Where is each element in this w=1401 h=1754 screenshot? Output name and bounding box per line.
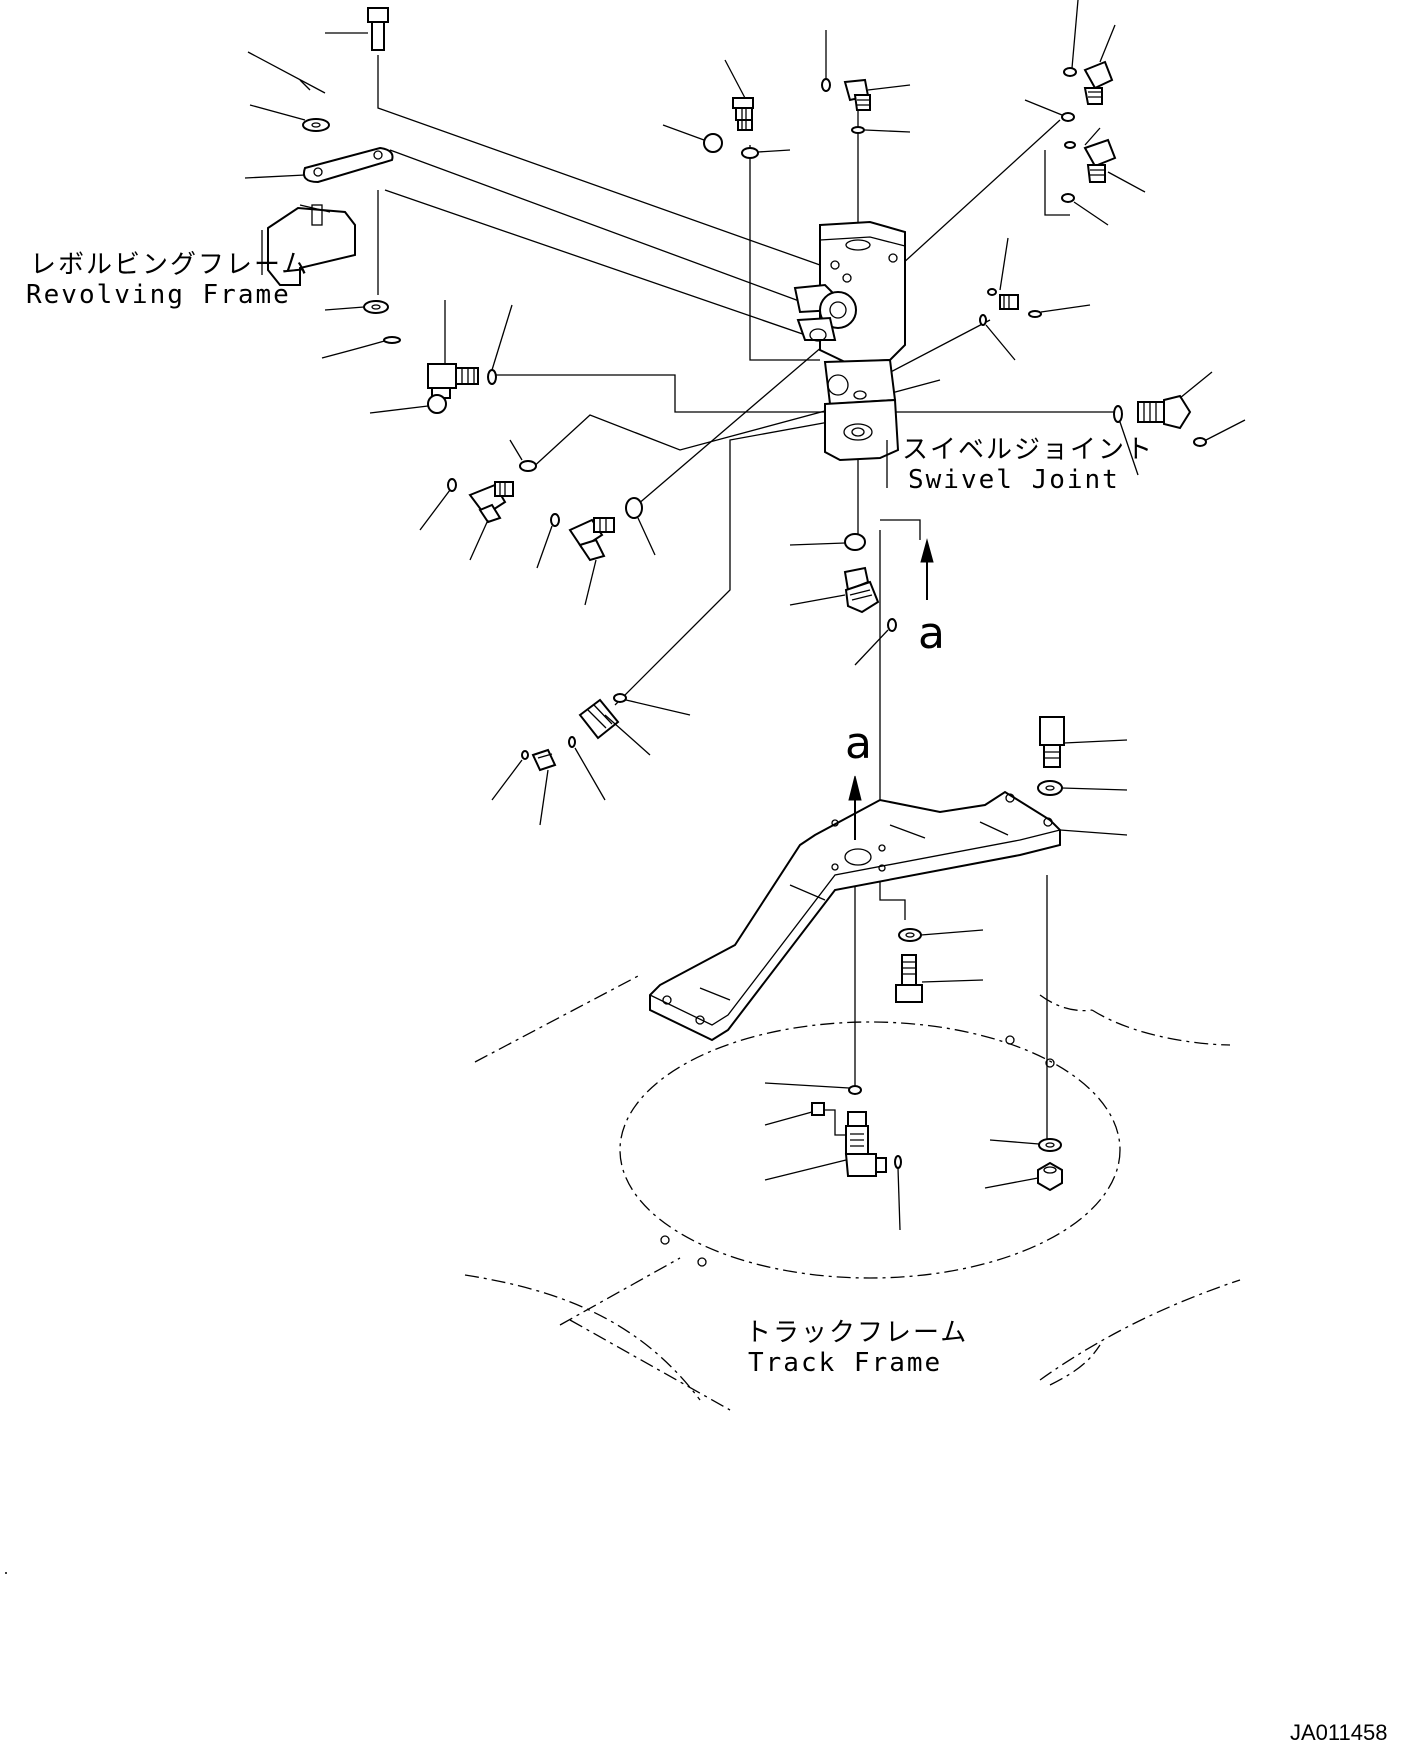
o-ring-mid-left-2	[419, 478, 457, 531]
view-marker-upper: a	[918, 608, 945, 659]
o-ring-right-1	[1024, 99, 1075, 122]
leader-line	[299, 79, 311, 91]
o-ring-mid-center	[536, 513, 560, 569]
speck	[5, 1572, 7, 1574]
elbow-fitting-below-swivel	[789, 566, 880, 614]
elbow-fitting-mid-left	[468, 481, 514, 561]
o-ring-track-1	[764, 1082, 862, 1095]
bolt-plate-right	[1039, 716, 1128, 768]
bolt-top-left	[325, 7, 389, 51]
o-ring-lower-left	[613, 693, 691, 716]
o-ring-far-right	[1113, 405, 1123, 423]
track-frame-label-en: Track Frame	[748, 1348, 943, 1378]
washer-plate-right	[1037, 780, 1128, 796]
leader-line	[1119, 421, 1139, 476]
revolving-frame-label-jp: レボルビングフレーム	[30, 250, 310, 280]
washer-plate-lower	[898, 928, 984, 942]
stopper-bracket-plate	[649, 790, 1128, 1042]
revolving-frame-label-en: Revolving Frame	[26, 280, 291, 310]
elbow-fitting-mid-center	[568, 517, 615, 606]
washer-frame	[324, 300, 389, 314]
view-a-arrow-lower	[848, 775, 862, 840]
o-ring-top-center	[821, 30, 831, 92]
track-frame-outline	[464, 974, 1241, 1411]
o-ring-top-center-2	[851, 126, 911, 134]
straight-fitting-upper	[724, 59, 754, 131]
o-ring-right-2	[1064, 141, 1076, 149]
o-ring-upper-center	[741, 147, 791, 159]
o-ring-frame	[321, 336, 401, 359]
o-ring-small-right	[979, 314, 1016, 361]
elbow-fitting-top-right	[1083, 24, 1116, 105]
revolving-frame-bracket	[267, 204, 356, 286]
o-ring-below-swivel	[789, 533, 866, 551]
lock-plate	[244, 146, 394, 184]
o-ring-mid-left	[509, 439, 537, 472]
o-ring-top-right	[1063, 67, 1077, 77]
view-marker-lower: a	[845, 718, 872, 769]
plug-left	[369, 394, 447, 414]
small-fitting-right	[987, 237, 1091, 318]
straight-fitting-lower-left	[578, 698, 651, 756]
o-ring-right-3	[1061, 193, 1109, 226]
o-ring-below-swivel-2	[854, 618, 897, 666]
washer-track	[989, 1138, 1062, 1152]
elbow-fitting-far-right	[1137, 371, 1213, 430]
elbow-fitting-track	[764, 1111, 887, 1181]
small-fitting-lower-left	[491, 748, 557, 826]
track-frame-label-jp: トラックフレーム	[745, 1318, 969, 1348]
o-ring-far-right-2	[1193, 419, 1246, 447]
elbow-fitting-left	[427, 300, 479, 399]
swivel-joint-label-jp: スイベルジョイント	[902, 435, 1155, 465]
swivel-joint-label-en: Swivel Joint	[908, 465, 1120, 495]
washer-top-left	[249, 104, 330, 132]
plug-upper	[662, 124, 723, 153]
o-ring-mid-center-2	[625, 497, 656, 556]
bolt-plate-lower	[895, 954, 984, 1003]
leader-line	[247, 51, 326, 94]
o-ring-track-2	[894, 1155, 902, 1231]
swivel-joint-body	[793, 220, 906, 462]
elbow-fitting-top	[843, 78, 911, 111]
leader-line	[491, 304, 513, 371]
o-ring-lower-left-2	[568, 736, 606, 801]
view-a-arrow-upper	[920, 538, 934, 600]
leader-line	[1071, 0, 1079, 69]
plug-track	[764, 1102, 848, 1136]
o-ring-left	[487, 369, 497, 385]
nut-track	[984, 1161, 1063, 1192]
figure-id: JA011458	[1290, 1720, 1388, 1745]
elbow-fitting-right	[1083, 127, 1146, 193]
